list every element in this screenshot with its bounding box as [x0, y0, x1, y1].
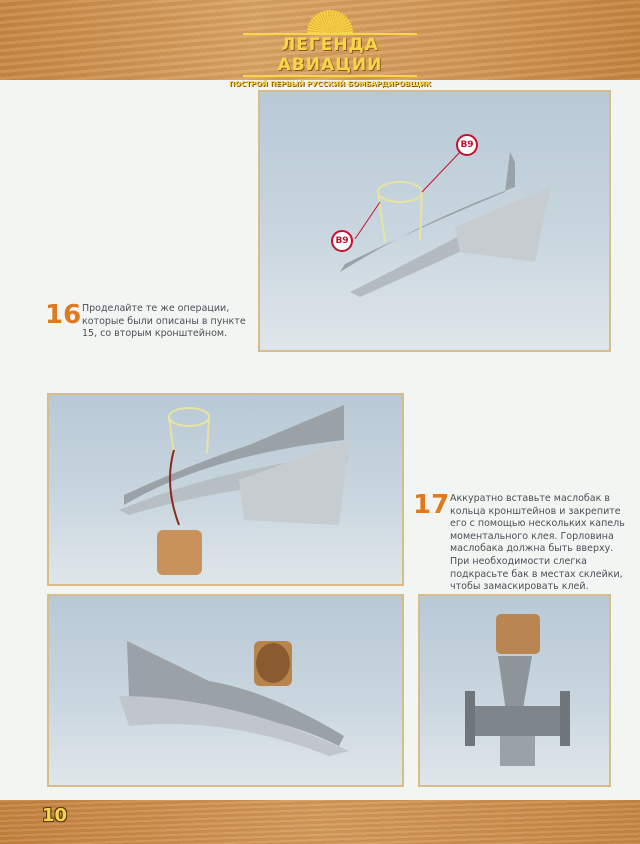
step-number-17: 17 [413, 490, 450, 520]
step-number-16: 16 [45, 300, 82, 330]
photo-step-17-front [418, 594, 611, 787]
part-label-b9: B9 [456, 134, 478, 156]
logo-title: ЛЕГЕНДА АВИАЦИИ [243, 33, 417, 77]
page-number: 10 [42, 805, 68, 826]
footer-wood-band [0, 800, 640, 844]
photo-step-16: B9 B9 [258, 90, 611, 352]
photo-step-17-side [47, 594, 404, 787]
step-text-16: Проделайте те же операции, которые были … [82, 303, 246, 340]
assembled-side-illustration [119, 641, 349, 756]
assembled-front-illustration [465, 614, 570, 766]
sun-emblem-icon [307, 10, 353, 33]
part-label-b9: B9 [331, 230, 353, 252]
bracket-assembly-illustration [340, 151, 550, 297]
logo-subtitle: ПОСТРОЙ ПЕРВЫЙ РУССКИЙ БОМБАРДИРОВЩИК [229, 80, 431, 88]
magazine-logo: ЛЕГЕНДА АВИАЦИИ ПОСТРОЙ ПЕРВЫЙ РУССКИЙ Б… [225, 10, 435, 89]
insert-oil-tank-illustration [119, 405, 349, 575]
photo-step-17-insert [47, 393, 404, 586]
step-text-17: Аккуратно вставьте маслобак в кольца кро… [450, 493, 625, 593]
